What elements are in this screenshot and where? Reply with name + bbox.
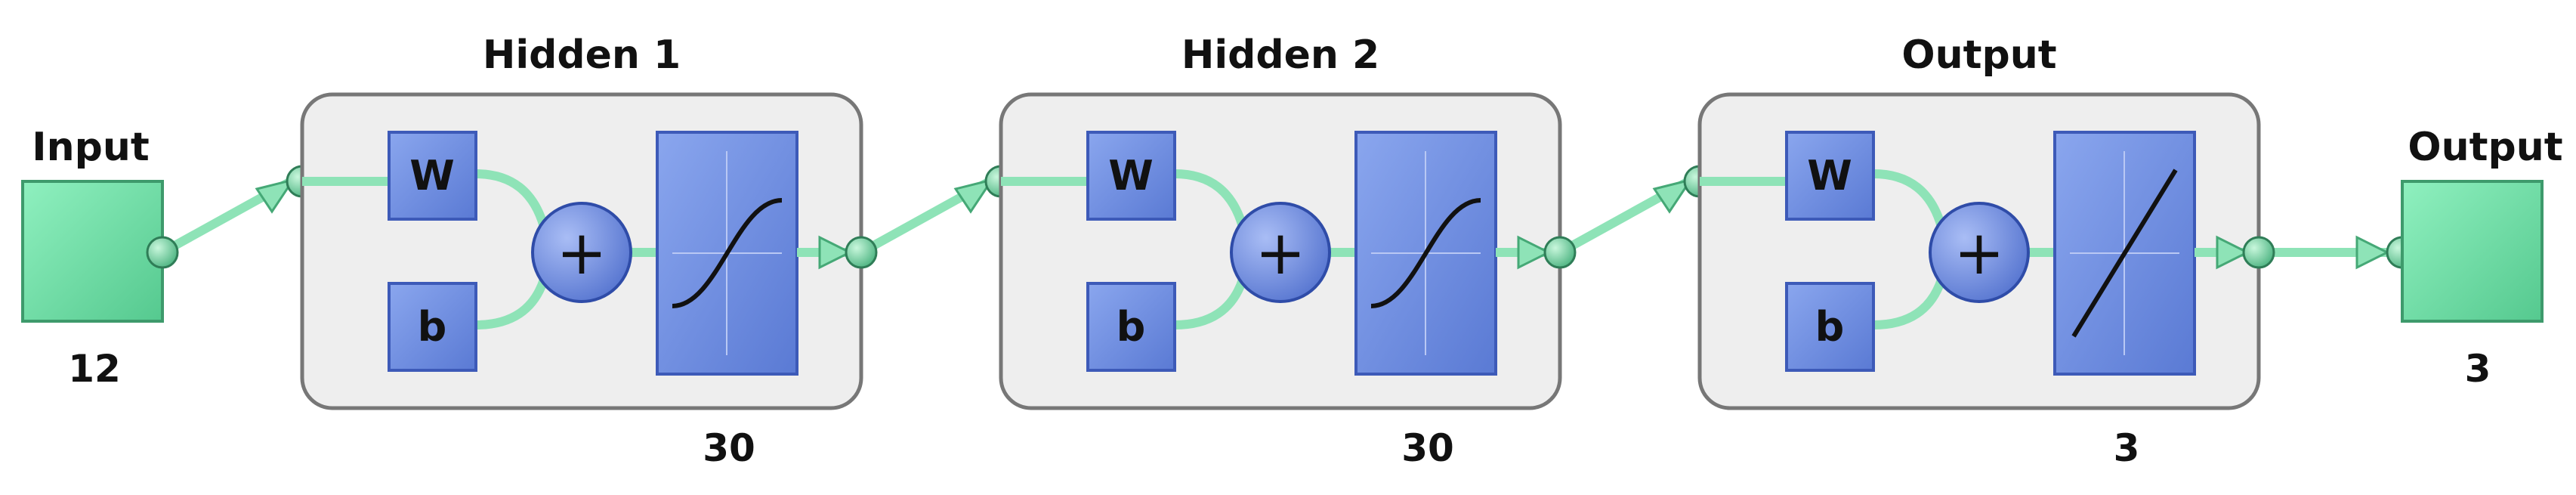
layer-title: Hidden 2 — [1181, 32, 1379, 78]
arrow-icon — [818, 235, 853, 270]
node-dot — [1543, 236, 1577, 269]
output-box — [2401, 180, 2544, 323]
weight-label: W — [1108, 152, 1154, 200]
arrow-icon — [255, 178, 296, 214]
weight-block — [1086, 131, 1176, 221]
sum-symbol: + — [556, 218, 607, 288]
layer-size: 30 — [1401, 426, 1454, 470]
sum-node — [1929, 202, 2030, 303]
layer-size: 30 — [703, 426, 755, 470]
arrow-icon — [2216, 235, 2250, 270]
bias-label: b — [1117, 303, 1146, 351]
layer-size: 3 — [2114, 426, 2140, 470]
node-dot — [146, 236, 179, 269]
input-label: Input — [32, 125, 149, 170]
output-label: Output — [2408, 125, 2562, 170]
linear-function-icon — [2071, 169, 2178, 338]
bias-label: b — [1815, 303, 1845, 351]
input-node: Input 12 — [21, 125, 164, 391]
sum-node — [1230, 202, 1331, 303]
arrow-icon — [953, 178, 995, 214]
sum-symbol: + — [1255, 218, 1305, 288]
output-node: Output 3 — [2401, 125, 2563, 391]
layer-output: Output W b + 3 — [1697, 32, 2261, 470]
layer-title: Output — [1901, 32, 2056, 78]
bias-block — [1785, 282, 1875, 372]
sum-node — [531, 202, 632, 303]
bias-block — [1086, 282, 1176, 372]
output-size: 3 — [2465, 347, 2491, 391]
connector-output-final — [2242, 235, 2419, 270]
node-dot — [845, 236, 878, 269]
weight-label: W — [1807, 152, 1852, 200]
bias-block — [388, 282, 477, 372]
arrow-icon — [1517, 235, 1552, 270]
input-box — [21, 180, 164, 323]
connector-input-hidden1 — [146, 165, 319, 269]
layer-hidden-2: Hidden 2 W b + 30 — [999, 32, 1562, 470]
arrow-icon — [2355, 235, 2390, 270]
layer-title: Hidden 1 — [483, 32, 681, 78]
sum-symbol: + — [1954, 218, 2004, 288]
sigmoid-curve-icon — [672, 198, 783, 308]
connector-hidden2-output — [1543, 165, 1716, 269]
weight-label: W — [409, 152, 455, 200]
arrow-icon — [1652, 178, 1694, 214]
connector-hidden1-hidden2 — [845, 165, 1018, 269]
bias-label: b — [418, 303, 447, 351]
node-dot — [2242, 236, 2275, 269]
input-size: 12 — [68, 347, 121, 391]
layer-hidden-1: Hidden 1 W b + 30 — [300, 32, 863, 470]
weight-block — [388, 131, 477, 221]
weight-block — [1785, 131, 1875, 221]
sigmoid-curve-icon — [1370, 198, 1481, 308]
